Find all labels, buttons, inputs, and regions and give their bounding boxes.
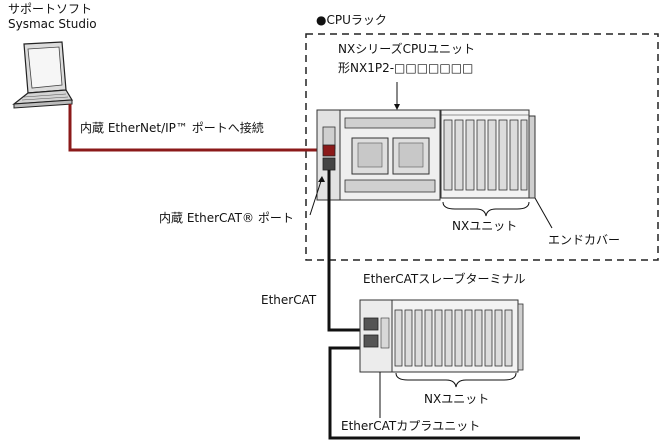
nx-unit-brace-top [442, 201, 530, 217]
cpu-unit [316, 109, 441, 201]
ethernet-cable [68, 104, 333, 152]
ethercat-coupler-label: EtherCATカプラユニット [341, 419, 481, 433]
nx-unit-brace-bottom [395, 372, 517, 388]
ethercat-port-label: 内蔵 EtherCAT® ポート [159, 211, 294, 225]
ethercat-port-callout [309, 177, 323, 216]
ethernet-connection-label: 内蔵 EtherNet/IP™ ポートへ接続 [80, 121, 264, 135]
cpu-rack-label: ●CPUラック [316, 13, 387, 27]
nx-unit-label-top: NXユニット [452, 219, 518, 233]
end-cover-label: エンドカバー [548, 233, 621, 247]
ethercat-slave-terminal-label: EtherCATスレーブターミナル [363, 272, 526, 286]
laptop-icon [12, 41, 74, 109]
ethercat-label: EtherCAT [261, 293, 317, 307]
ethernet-port [322, 144, 336, 157]
support-software-label: サポートソフト [8, 2, 93, 16]
end-cover-callout [534, 197, 553, 229]
ethercat-cable-lower [328, 346, 580, 440]
cpu-unit-series-label: NXシリーズCPUユニット [338, 42, 475, 56]
cpu-unit-model-label: 形NX1P2-□□□□□□□ [338, 61, 474, 75]
nx-unit-label-bottom: NXユニット [424, 392, 490, 406]
sysmac-studio-label: Sysmac Studio [8, 17, 97, 31]
ethercat-port [322, 157, 336, 171]
nx-units-cpu-rack [440, 109, 530, 199]
ethercat-slave-terminal [359, 299, 524, 373]
ethercat-cable-upper [327, 170, 364, 332]
end-cover-cpu [528, 115, 536, 199]
